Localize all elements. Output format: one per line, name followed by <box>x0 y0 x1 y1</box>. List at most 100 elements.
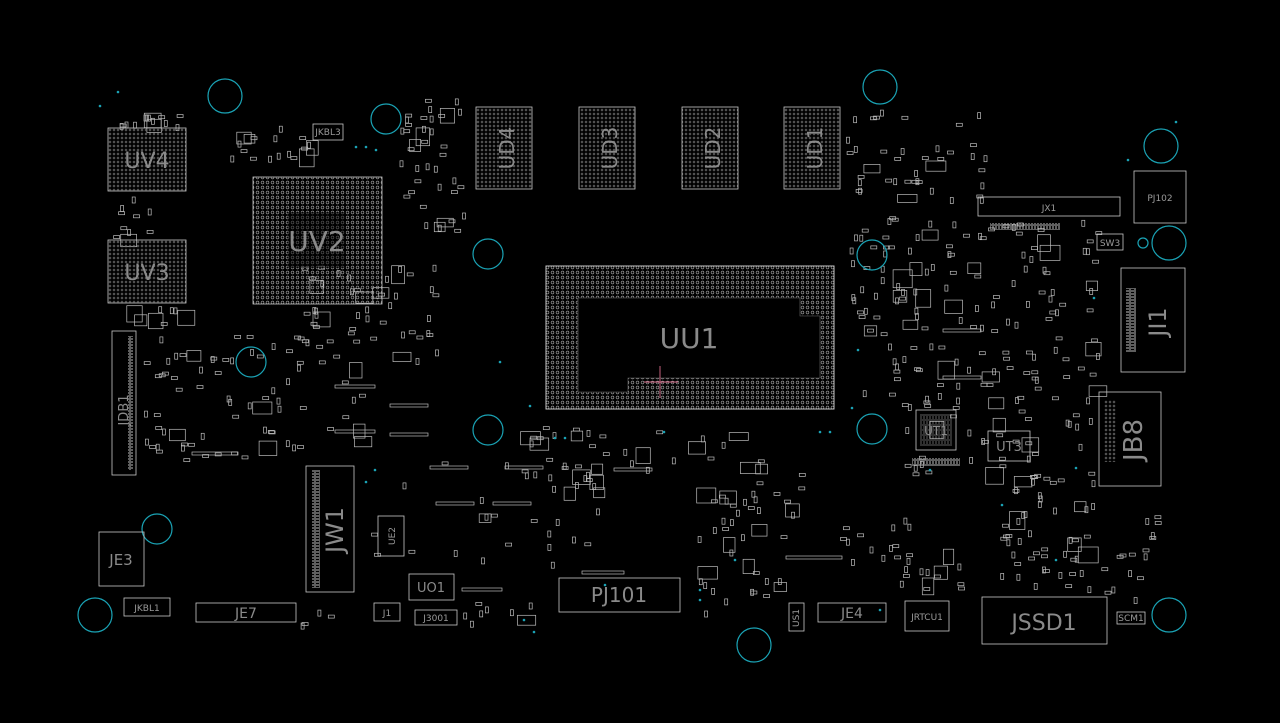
smd-part <box>252 401 273 415</box>
smd-part <box>1026 301 1030 308</box>
via <box>928 468 932 472</box>
svg-text:UV2: UV2 <box>288 225 345 258</box>
smd-part <box>981 438 985 445</box>
connector-JDB1[interactable]: JDB1 <box>111 330 137 476</box>
smd-part <box>980 182 985 190</box>
mounting-hole <box>77 597 113 633</box>
smd-part <box>1041 554 1048 559</box>
smd-part <box>925 569 930 576</box>
smd-part <box>980 324 984 332</box>
smd-part <box>957 582 965 587</box>
smd-part <box>416 335 424 340</box>
smd-part <box>1128 552 1136 557</box>
chip-UV2[interactable]: UV2 <box>252 176 383 305</box>
smd-part <box>294 335 301 340</box>
smd-part <box>1017 395 1025 400</box>
connector-JSSD1[interactable]: JSSD1 <box>981 596 1108 645</box>
connector-JE4[interactable]: JE4 <box>817 602 887 623</box>
smd-part <box>1002 350 1010 355</box>
switch-SW3[interactable]: SW3 <box>1096 233 1124 251</box>
smd-part <box>956 397 960 405</box>
smd-part <box>354 436 373 448</box>
svg-text:SW3: SW3 <box>1100 239 1120 249</box>
smd-part <box>930 264 935 271</box>
trace-pad <box>389 403 429 408</box>
connector-PJ102[interactable]: PJ102 <box>1133 170 1187 224</box>
svg-text:UU1: UU1 <box>660 322 719 355</box>
connector-JRTCU1[interactable]: JRTCU1 <box>904 600 950 632</box>
smd-part <box>552 485 556 493</box>
chip-UD1[interactable]: UD1 <box>783 106 841 190</box>
smd-part <box>505 542 512 547</box>
connector-J1[interactable]: J1 <box>373 602 401 622</box>
chip-UV4[interactable]: UV4 <box>107 127 187 192</box>
svg-text:PJ101: PJ101 <box>591 583 647 607</box>
smd-part <box>586 430 591 437</box>
smd-part <box>937 383 944 387</box>
chip-SCM1[interactable]: SCM1 <box>1116 611 1146 625</box>
chip-UT3[interactable]: UT3 <box>987 430 1031 462</box>
smd-part <box>316 344 324 349</box>
smd-part <box>171 376 178 380</box>
svg-text:UT1: UT1 <box>924 424 948 438</box>
smd-part <box>1091 503 1095 510</box>
smd-part <box>453 550 458 557</box>
chip-UT1[interactable]: UT1 <box>912 409 960 466</box>
chip-UD2[interactable]: UD2 <box>681 106 739 190</box>
smd-part <box>156 449 163 454</box>
smd-part <box>394 292 398 300</box>
smd-part <box>1104 590 1112 595</box>
chip-UV3[interactable]: UV3 <box>107 239 187 304</box>
connector-J3001[interactable]: J3001 <box>414 609 458 626</box>
smd-part <box>912 472 920 477</box>
connector-JB8[interactable]: JB8 <box>1098 391 1162 487</box>
smd-part <box>173 307 178 315</box>
connector-PJ101[interactable]: PJ101 <box>558 577 681 613</box>
chip-UD4[interactable]: UD4 <box>475 106 533 190</box>
smd-part <box>415 127 430 147</box>
chip-UD3[interactable]: UD3 <box>578 106 636 190</box>
mounting-hole <box>1151 597 1187 633</box>
smd-part <box>176 114 184 118</box>
smd-part <box>970 153 975 160</box>
chip-UU1[interactable]: UU1 <box>545 265 835 410</box>
smd-part <box>120 205 124 212</box>
smd-part <box>181 444 185 452</box>
smd-part <box>119 123 127 128</box>
smd-part <box>982 439 989 444</box>
smd-part <box>510 609 514 617</box>
svg-text:JW1: JW1 <box>321 507 349 555</box>
smd-part <box>146 230 154 234</box>
smd-part <box>858 315 866 319</box>
via <box>522 618 526 622</box>
chip-UE2[interactable]: UE2 <box>377 515 405 557</box>
connector-JKBL3[interactable]: JKBL3 <box>312 123 344 141</box>
smd-part <box>867 328 874 333</box>
smd-part <box>975 305 979 312</box>
smd-part <box>148 312 164 330</box>
smd-part <box>548 474 553 482</box>
smd-part <box>1039 244 1061 261</box>
smd-part <box>1082 247 1087 255</box>
smd-part <box>904 179 912 184</box>
smd-part <box>1058 572 1063 579</box>
via <box>1126 158 1130 162</box>
smd-part <box>957 563 962 571</box>
connector-JI1[interactable]: JI1 <box>1120 267 1186 373</box>
chip-UO1[interactable]: UO1 <box>408 573 455 601</box>
smd-part <box>429 128 434 136</box>
smd-part <box>1067 420 1072 428</box>
connector-JX1[interactable]: JX1 <box>977 196 1121 230</box>
connector-JE7[interactable]: JE7 <box>195 602 297 623</box>
connector-JW1[interactable]: JW1 <box>305 465 355 593</box>
smd-part <box>1033 583 1038 590</box>
connector-JKBL1[interactable]: JKBL1 <box>123 597 171 617</box>
smd-part <box>1032 452 1039 456</box>
smd-part <box>846 538 850 546</box>
smd-part <box>268 155 272 163</box>
smd-part <box>923 587 931 591</box>
connector-JE3[interactable]: JE3 <box>98 531 145 587</box>
smd-part <box>893 178 898 186</box>
switch-US1[interactable]: US1 <box>788 602 805 632</box>
smd-part <box>949 197 954 204</box>
